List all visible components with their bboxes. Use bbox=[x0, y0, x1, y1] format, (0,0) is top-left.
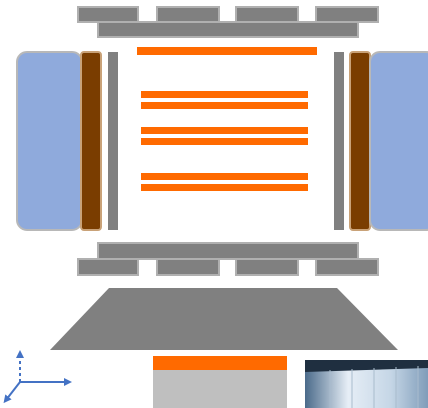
left-gray-post bbox=[108, 52, 118, 230]
orange-layer-2b bbox=[141, 138, 308, 145]
bottom-rail-block-1 bbox=[78, 259, 138, 275]
bottom-rail-block-3 bbox=[236, 259, 298, 275]
left-brown-plate bbox=[81, 52, 101, 230]
orange-top-strip bbox=[137, 47, 317, 55]
wall-photo-thumbnail bbox=[305, 360, 428, 408]
right-brown-plate bbox=[350, 52, 370, 230]
top-rail-assembly bbox=[78, 7, 378, 37]
left-blue-block bbox=[17, 52, 82, 230]
xyz-axes-icon bbox=[6, 354, 68, 400]
top-rail-block-1 bbox=[78, 7, 138, 22]
center-layer-stack bbox=[141, 91, 308, 191]
trapezoid-base bbox=[50, 288, 398, 350]
bottom-rail-assembly bbox=[78, 243, 378, 275]
right-blue-block bbox=[370, 52, 428, 230]
orange-layer-1a bbox=[141, 91, 308, 98]
bottom-rail-block-4 bbox=[316, 259, 378, 275]
orange-layer-2a bbox=[141, 127, 308, 134]
orange-layer-3a bbox=[141, 173, 308, 180]
left-side-stack bbox=[17, 52, 118, 230]
top-rail-block-2 bbox=[157, 7, 219, 22]
top-rail-block-4 bbox=[316, 7, 378, 22]
orange-layer-3b bbox=[141, 184, 308, 191]
right-gray-post bbox=[334, 52, 344, 230]
sample-orange-cap bbox=[153, 356, 287, 370]
top-rail-block-3 bbox=[236, 7, 298, 22]
right-side-stack bbox=[334, 52, 428, 230]
orange-layer-1b bbox=[141, 102, 308, 109]
bottom-rail-bar bbox=[98, 243, 358, 259]
bottom-rail-block-2 bbox=[157, 259, 219, 275]
sample-gray-base bbox=[153, 370, 287, 408]
sample-block bbox=[153, 356, 287, 408]
top-rail-bar bbox=[98, 22, 358, 37]
